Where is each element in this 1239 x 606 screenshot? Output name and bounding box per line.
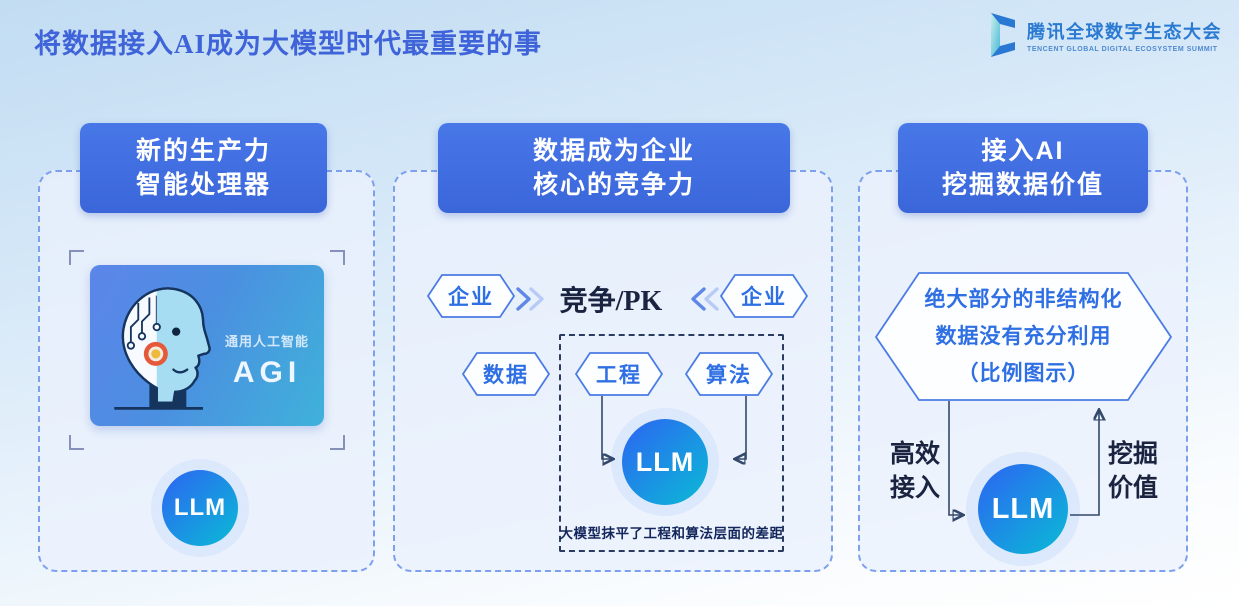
agi-caption-small: 通用人工智能	[224, 334, 309, 349]
hexagon-data: 数据	[462, 352, 550, 396]
page-title: 将数据接入AI成为大模型时代最重要的事	[34, 29, 543, 59]
versus-label: 竞争/PK	[559, 286, 663, 317]
right-column-header: 接入AI 挖掘数据价值	[898, 123, 1148, 213]
summit-logo-title-en: TENCENT GLOBAL DIGITAL ECOSYSTEM SUMMIT	[1027, 45, 1218, 53]
agi-caption-big: AGI	[232, 356, 302, 389]
llm-badge-label: LLM	[162, 470, 238, 546]
crop-corner-icon	[69, 250, 84, 265]
agi-caption: 通用人工智能 AGI	[220, 331, 314, 390]
summit-logo-title-cn: 腾讯全球数字生态大会	[1027, 21, 1222, 42]
hexagon-unstructured-data: 绝大部分的非结构化 数据没有充分利用 （比例图示）	[875, 272, 1172, 401]
right-panel: 绝大部分的非结构化 数据没有充分利用 （比例图示） 高效 接入 挖掘 价值 LL…	[858, 170, 1188, 572]
left-panel: 通用人工智能 AGI LLM	[38, 170, 375, 572]
crop-corner-icon	[69, 435, 84, 450]
hexagon-enterprise-right: 企业	[720, 274, 808, 318]
middle-panel: 企业 竞争/PK 企业 数据 工程 算法 LLM 大模型抹平了工	[393, 170, 833, 572]
llm-badge-label: LLM	[978, 464, 1068, 554]
llm-badge: LLM	[966, 452, 1080, 566]
crop-corner-icon	[330, 435, 345, 450]
label-mine-value: 挖掘 价值	[1107, 441, 1158, 502]
model-caption: 大模型抹平了工程和算法层面的差距	[559, 526, 784, 541]
left-column-header: 新的生产力 智能处理器	[80, 123, 327, 213]
model-scope-box	[559, 334, 784, 552]
crop-corner-icon	[330, 250, 345, 265]
ai-head-illustration	[114, 287, 211, 410]
llm-badge: LLM	[611, 408, 719, 516]
chevron-left-icon	[691, 287, 719, 311]
hexagon-enterprise-left: 企业	[427, 274, 515, 318]
hexagon-algorithm: 算法	[685, 352, 773, 396]
chevron-right-icon	[516, 287, 544, 311]
hexagon-engineering: 工程	[575, 352, 663, 396]
middle-column-header: 数据成为企业 核心的竞争力	[438, 123, 790, 213]
summit-logo: 腾讯全球数字生态大会 TENCENT GLOBAL DIGITAL ECOSYS…	[988, 12, 1222, 58]
llm-badge-label: LLM	[622, 419, 708, 505]
llm-badge: LLM	[151, 459, 249, 557]
agi-image-card: 通用人工智能 AGI	[90, 265, 324, 426]
label-efficient-access: 高效 接入	[889, 441, 940, 502]
summit-logo-icon	[991, 13, 1015, 57]
